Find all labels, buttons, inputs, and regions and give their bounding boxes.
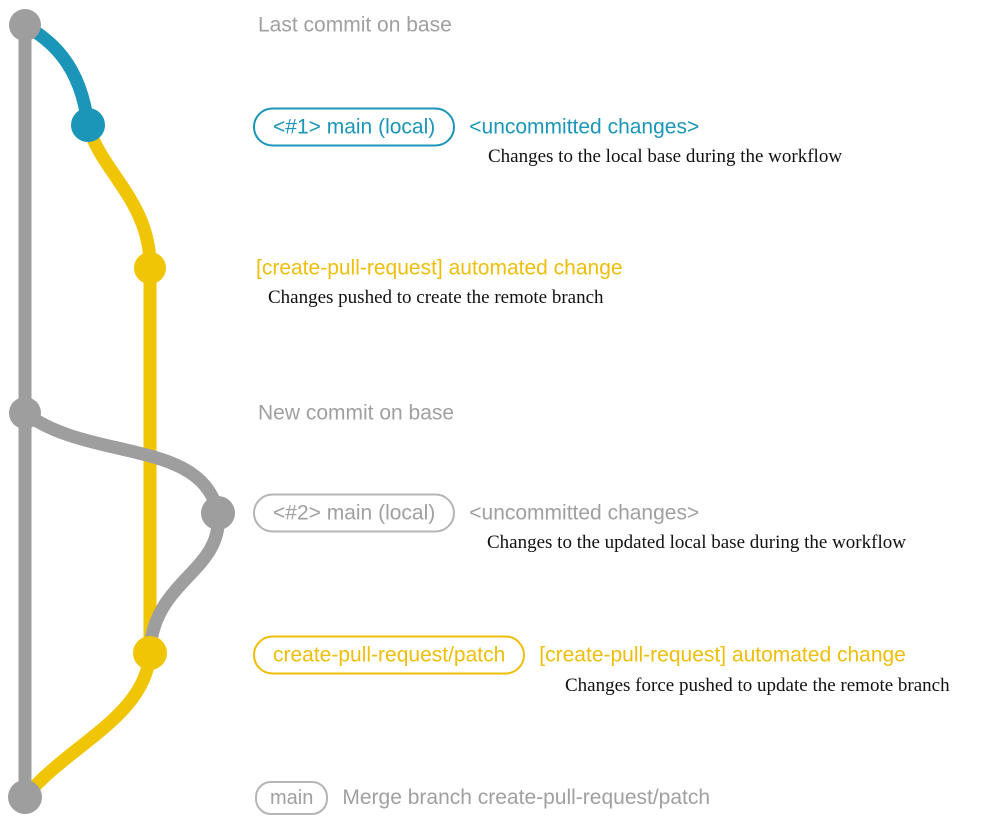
commit-node-local-2 <box>201 496 235 530</box>
branch-badge-main-local-2: <#2> main (local) <box>253 493 456 533</box>
automated-change-label-1: [create-pull-request] automated change <box>256 256 623 280</box>
uncommitted-changes-label-1: <uncommitted changes> <box>469 115 700 139</box>
automated-change-label-2: [create-pull-request] automated change <box>539 643 906 667</box>
commit-node-new-base <box>9 397 41 429</box>
patch-branch-line <box>20 118 157 802</box>
commit-node-merge <box>8 780 42 814</box>
row-push-commit-2: create-pull-request/patch [create-pull-r… <box>253 635 906 675</box>
branch-badge-main-local-1: <#1> main (local) <box>253 107 456 147</box>
commit-node-push-2 <box>133 636 167 670</box>
push-commit-2-description: Changes force pushed to update the remot… <box>565 675 950 696</box>
row-merge-commit: main Merge branch create-pull-request/pa… <box>255 781 710 815</box>
new-commit-label: New commit on base <box>258 401 455 425</box>
push-commit-1-description: Changes pushed to create the remote bran… <box>268 287 604 308</box>
row-new-commit: New commit on base <box>258 400 454 425</box>
row-local-commit-1: <#1> main (local) <uncommitted changes> <box>253 107 700 147</box>
local-main-branch-line <box>18 18 95 132</box>
commit-node-local-1 <box>71 108 105 142</box>
branch-badge-main: main <box>255 781 329 815</box>
commit-graph <box>8 9 235 814</box>
rebase-in-line <box>143 506 225 660</box>
commit-node-last-base <box>9 9 41 41</box>
last-commit-label: Last commit on base <box>258 13 452 37</box>
uncommitted-changes-label-2: <uncommitted changes> <box>469 501 700 525</box>
row-last-commit: Last commit on base <box>258 12 452 37</box>
row-push-commit-1: [create-pull-request] automated change <box>256 255 623 280</box>
local-commit-1-description: Changes to the local base during the wor… <box>488 146 843 167</box>
commit-node-push-1 <box>134 252 166 284</box>
merge-commit-label: Merge branch create-pull-request/patch <box>342 786 711 810</box>
local-commit-2-description: Changes to the updated local base during… <box>487 532 906 553</box>
branch-badge-patch: create-pull-request/patch <box>253 635 526 675</box>
row-local-commit-2: <#2> main (local) <uncommitted changes> <box>253 493 700 533</box>
rebase-out-line <box>18 406 225 520</box>
